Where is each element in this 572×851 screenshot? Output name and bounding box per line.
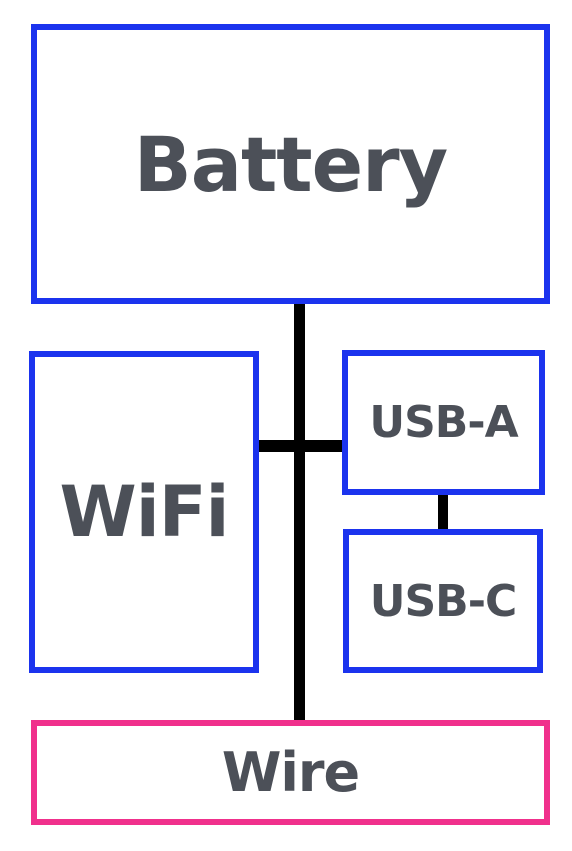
wifi-label: WiFi bbox=[59, 471, 229, 553]
wire-label: Wire bbox=[221, 741, 360, 804]
usb-c-block: USB-C bbox=[343, 529, 543, 673]
connector-battery-to-wire bbox=[294, 300, 305, 724]
connector-wifi-to-usb-a bbox=[255, 440, 347, 452]
wire-block: Wire bbox=[31, 720, 550, 825]
usb-a-block: USB-A bbox=[342, 350, 545, 495]
usb-c-label: USB-C bbox=[369, 575, 518, 627]
battery-label: Battery bbox=[133, 119, 448, 209]
usb-a-label: USB-A bbox=[369, 397, 518, 448]
battery-block: Battery bbox=[31, 24, 550, 304]
connector-usb-a-to-usb-c bbox=[438, 491, 448, 533]
wifi-block: WiFi bbox=[29, 351, 259, 673]
